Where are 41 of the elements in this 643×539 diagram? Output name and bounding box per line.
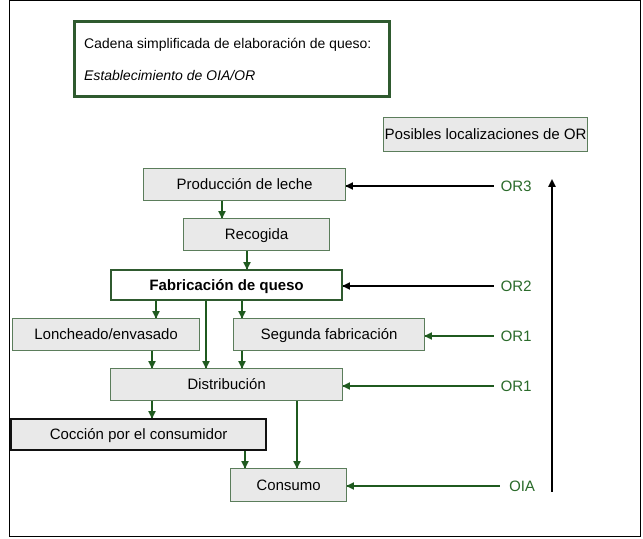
- box-label: Segunda fabricación: [260, 326, 398, 343]
- box-label: Recogida: [224, 226, 288, 243]
- process-box: [10, 418, 267, 451]
- arrow: [342, 382, 494, 390]
- process-box: [143, 168, 346, 201]
- process-box: [230, 468, 347, 502]
- subtitle-text: Establecimiento de OIA/OR: [84, 67, 256, 83]
- arrow: [238, 351, 246, 369]
- box-label: Consumo: [256, 476, 321, 494]
- box-label: Loncheado/envasado: [34, 326, 178, 343]
- arrow: [202, 301, 210, 369]
- arrow: [345, 182, 494, 190]
- title-box: [73, 20, 391, 98]
- arrow: [424, 332, 494, 340]
- process-box: [110, 269, 343, 301]
- process-box: [183, 218, 330, 251]
- arrow: [218, 201, 226, 219]
- arrow: [342, 282, 494, 290]
- title-text: Cadena simplificada de elaboración de queso:: [84, 35, 372, 51]
- process-box: [12, 318, 200, 351]
- arrow: [152, 301, 160, 319]
- box-label: Fabricación de queso: [149, 276, 304, 294]
- arrow: [346, 482, 500, 490]
- arrow: [241, 451, 249, 469]
- heading-box: [383, 117, 588, 152]
- arrow: [148, 351, 156, 369]
- process-box: [233, 318, 425, 351]
- arrow: [238, 301, 246, 319]
- box-label: Producción de leche: [176, 176, 312, 193]
- arrow: [293, 401, 301, 469]
- box-label: Cocción por el consumidor: [50, 426, 228, 443]
- box-label: Distribución: [187, 376, 266, 393]
- location-label: OIA: [509, 478, 535, 494]
- process-box: [110, 368, 343, 401]
- arrow: [243, 251, 251, 270]
- box-label: Posibles localizaciones de OR: [384, 126, 586, 143]
- arrow: [148, 401, 156, 419]
- location-label: OR1: [500, 378, 532, 394]
- location-label: OR1: [500, 328, 532, 344]
- location-label: OR3: [500, 178, 532, 194]
- location-label: OR2: [500, 278, 532, 294]
